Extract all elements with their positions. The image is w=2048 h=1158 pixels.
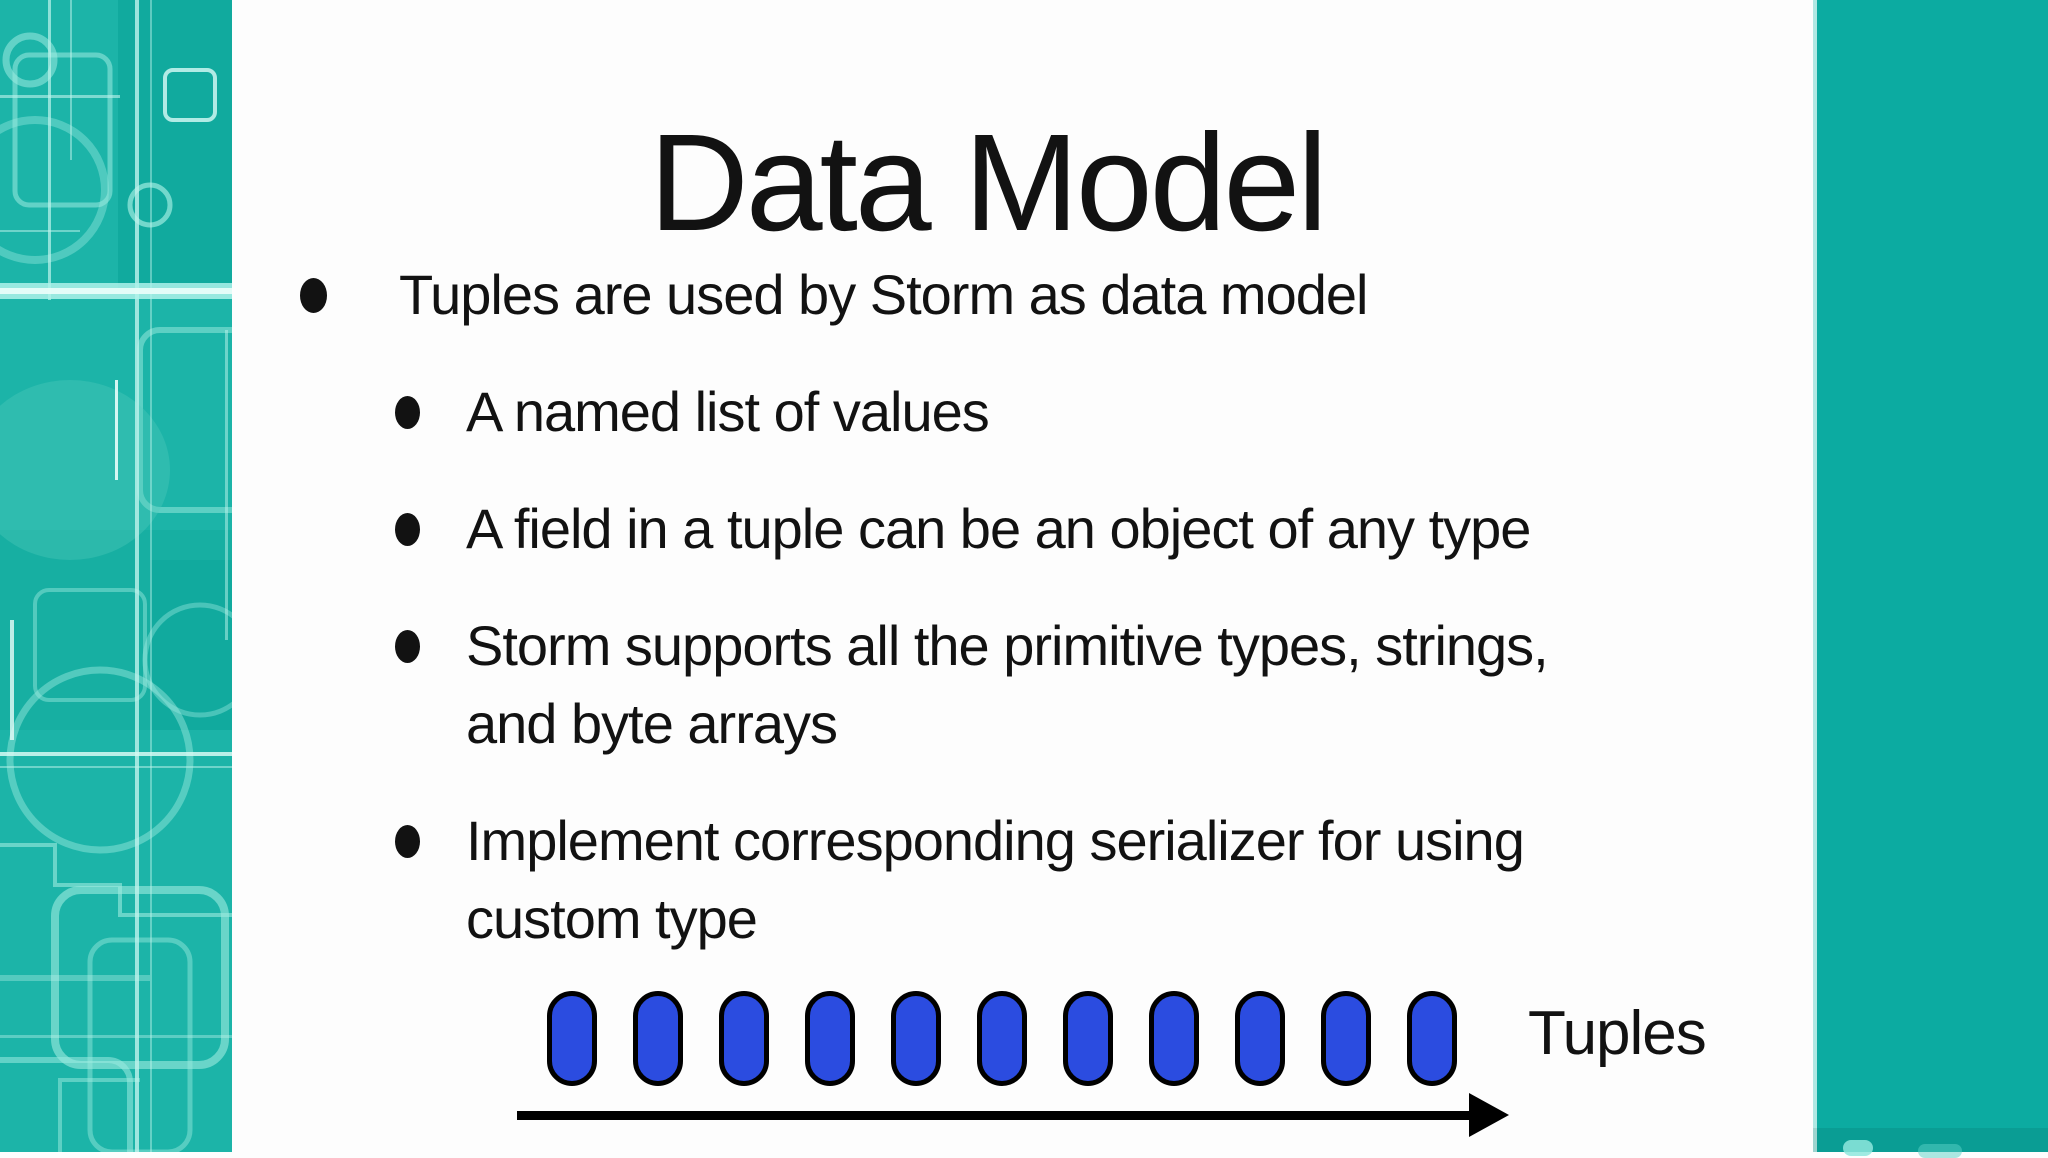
tuple-pill-icon [1063,991,1113,1086]
circuit-pattern-decoration [0,0,232,1152]
tuple-pill-icon [547,991,597,1086]
bullet-item: Implement corresponding serializer for u… [395,802,1548,958]
tuple-pill-icon [805,991,855,1086]
slide-content-area: Data Model Tuples are used by Storm as d… [232,0,1813,1152]
bullet-text: A field in a tuple can be an object of a… [466,490,1531,568]
tuple-pill-icon [1407,991,1457,1086]
bullet-dot-icon [395,396,420,429]
bullet-text: Implement corresponding serializer for u… [466,802,1525,958]
bullet-text-line: A named list of values [466,380,990,443]
bullet-item: A named list of values [395,373,1548,451]
tuple-pill-icon [633,991,683,1086]
bullet-dot-icon [300,278,327,313]
left-teal-band [0,0,232,1152]
bullet-item: Storm supports all the primitive types, … [395,607,1549,763]
bullet-item: A field in a tuple can be an object of a… [395,490,1548,568]
bullet-dot-icon [395,513,420,546]
slide-edge-highlight [1813,0,1817,1152]
tuple-pill-icon [891,991,941,1086]
bullet-text-line: Tuples are used by Storm as data model [399,263,1368,326]
bullet-text-line: and byte arrays [466,692,838,755]
bullet-dot-icon [395,825,420,858]
bullet-dot-icon [395,630,420,663]
bullet-text: Storm supports all the primitive types, … [466,607,1549,763]
bullet-text-line: Implement corresponding serializer for u… [466,809,1525,872]
tuple-pill-icon [1235,991,1285,1086]
bullet-text: Tuples are used by Storm as data model [399,256,1368,334]
tuple-pill-icon [1321,991,1371,1086]
tuples-diagram-label: Tuples [1528,999,1707,1068]
flow-arrow [517,1111,1471,1120]
slide-title: Data Model [649,106,1328,261]
bullet-text: A named list of values [466,373,990,451]
tuple-stream-diagram [547,991,1493,1086]
tuple-pill-icon [977,991,1027,1086]
right-teal-band [1813,0,2048,1158]
bullet-text-line: custom type [466,887,758,950]
tuple-pill-icon [1149,991,1199,1086]
flow-arrow-head-icon [1469,1093,1509,1137]
tuple-pill-icon [719,991,769,1086]
bullet-item: Tuples are used by Storm as data model [300,256,1548,334]
bullet-text-line: A field in a tuple can be an object of a… [466,497,1531,560]
bullet-list: Tuples are used by Storm as data model A … [300,256,1549,997]
corner-glow-decoration [1918,1144,1962,1158]
bullet-text-line: Storm supports all the primitive types, … [466,614,1549,677]
corner-glow-decoration [1843,1140,1873,1156]
